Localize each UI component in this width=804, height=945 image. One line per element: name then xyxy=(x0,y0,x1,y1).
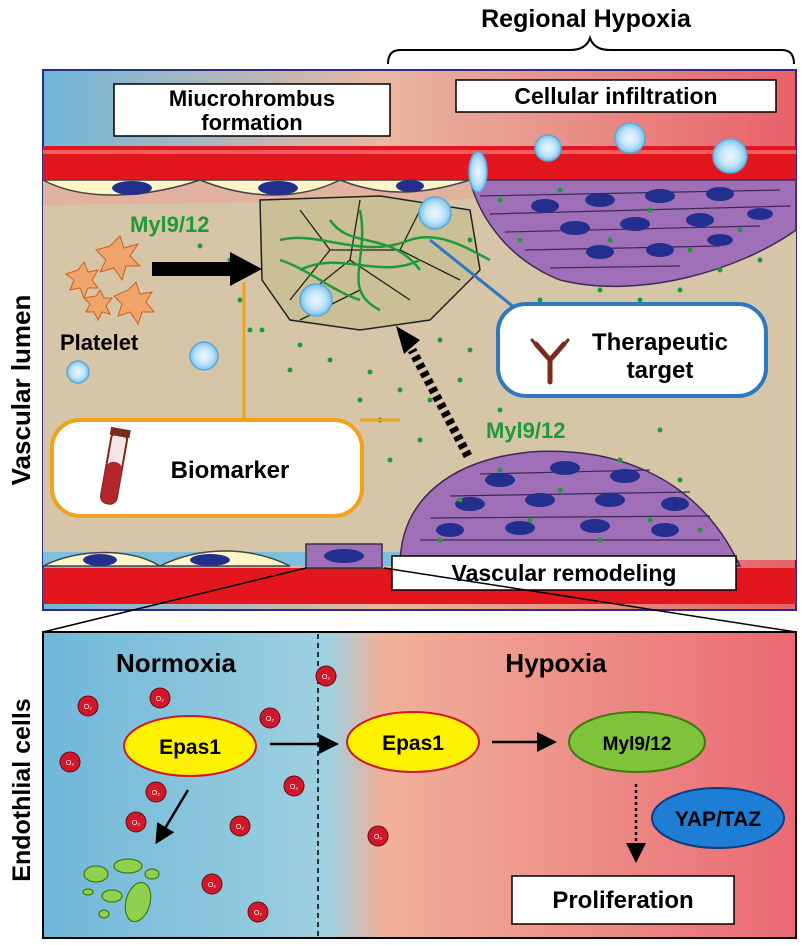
vessel-panel: Miucrohrombus formation Cellular infiltr… xyxy=(42,69,797,611)
vascular-lumen-label: Vascular lumen xyxy=(6,295,36,486)
proliferation-box xyxy=(511,875,735,925)
o2-molecule-label: O₂ xyxy=(290,784,298,791)
remodeling-to-clot-arrow xyxy=(396,326,472,459)
o2-molecule-icon xyxy=(259,707,281,729)
o2-molecule-icon xyxy=(145,781,167,803)
vascular-remodeling-box: Vascular remodeling xyxy=(391,555,737,591)
o2-molecule-icon xyxy=(367,825,389,847)
o2-molecule-icon xyxy=(149,687,171,709)
therapeutic-label-1: Therapeutic xyxy=(592,329,728,356)
o2-molecule-icon xyxy=(283,775,305,797)
microthrombus-box: Miucrohrombus formation xyxy=(113,83,391,137)
o2-molecule-icon xyxy=(77,695,99,717)
biomarker-label: Biomarker xyxy=(171,457,290,484)
pathway-arrows xyxy=(155,732,646,863)
o2-molecule-label: O₂ xyxy=(152,790,160,797)
o2-molecule-label: O₂ xyxy=(254,910,262,917)
vascular-remodeling-label: Vascular remodeling xyxy=(452,560,677,586)
leukocytes xyxy=(66,122,748,384)
therapeutic-connector xyxy=(429,238,521,314)
o2-molecule-icon xyxy=(59,751,81,773)
endothelial-cells-label: Endothlial cells xyxy=(8,698,36,881)
myl-particles xyxy=(197,187,763,543)
o2-molecule-icon xyxy=(125,811,147,833)
platelet-cluster xyxy=(64,235,156,326)
normoxia-label: Normoxia xyxy=(116,648,236,678)
degraded-epas1-fragments xyxy=(82,858,160,923)
yap-taz-node xyxy=(651,787,785,849)
o2-molecule-icon xyxy=(247,901,269,923)
epas1-hypoxia-node xyxy=(346,711,480,773)
o2-molecule-label: O₂ xyxy=(132,820,140,827)
o2-molecule-label: O₂ xyxy=(208,882,216,889)
o2-molecule-label: O₂ xyxy=(322,674,330,681)
myl-node-label: Myl9/12 xyxy=(603,734,672,755)
o2-molecule-label: O₂ xyxy=(266,716,274,723)
antibody-icon xyxy=(530,338,570,385)
proliferation-label: Proliferation xyxy=(552,887,693,914)
endothelial-layer-top xyxy=(42,179,471,196)
o2-molecule-icon xyxy=(229,815,251,837)
smc-mass-top xyxy=(469,179,797,287)
microthrombus-label-2: formation xyxy=(201,110,302,135)
yap-taz-label: YAP/TAZ xyxy=(675,808,762,831)
microthrombus-label-1: Miucrohrombus xyxy=(169,86,335,111)
oxygen-molecules: O₂ O₂ O₂ O₂ O₂ O₂ O₂ O₂ O₂ O₂ O₂ O₂ xyxy=(59,665,389,923)
myl-label-top: Myl9/12 xyxy=(130,212,210,237)
o2-molecule-label: O₂ xyxy=(84,704,92,711)
o2-molecule-label: O₂ xyxy=(374,834,382,841)
hypoxia-label: Hypoxia xyxy=(505,648,607,678)
hypoxia-bracket xyxy=(387,34,795,65)
o2-molecule-icon xyxy=(201,873,223,895)
endothelial-layer-bottom xyxy=(42,543,383,569)
regional-hypoxia-label: Regional Hypoxia xyxy=(481,5,692,33)
epas1-normoxia-node xyxy=(123,715,257,777)
therapeutic-target-box: Therapeutic target xyxy=(496,302,768,398)
myl-node xyxy=(568,711,706,773)
epas1-normoxia-label: Epas1 xyxy=(159,736,221,759)
o2-molecule-icon xyxy=(315,665,337,687)
o2-molecule-label: O₂ xyxy=(66,760,74,767)
o2-molecule-label: O₂ xyxy=(236,824,244,831)
endothelial-panel: Normoxia Hypoxia O₂O₂O₂O₂O₂O₂O₂O₂O₂O₂O₂O… xyxy=(42,631,797,939)
cellular-infiltration-box: Cellular infiltration xyxy=(455,79,777,113)
cellular-infiltration-label: Cellular infiltration xyxy=(514,83,717,109)
platelet-label: Platelet xyxy=(60,330,139,355)
myl-label-mid: Myl9/12 xyxy=(486,418,566,443)
biomarker-box: Biomarker xyxy=(50,418,364,518)
epas1-hypoxia-label: Epas1 xyxy=(382,732,444,755)
blood-tube-icon xyxy=(99,426,131,505)
zoom-lines xyxy=(42,567,797,633)
platelet-to-clot-arrow xyxy=(152,252,262,286)
therapeutic-label-2: target xyxy=(627,357,694,384)
o2-molecule-label: O₂ xyxy=(156,696,164,703)
smc-mass-bottom xyxy=(399,450,742,567)
biomarker-connector xyxy=(242,282,400,422)
